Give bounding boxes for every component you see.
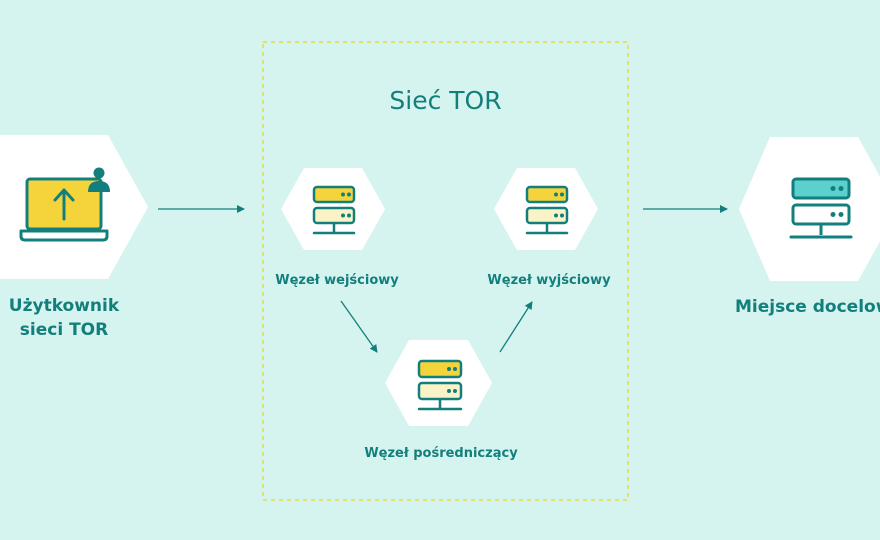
user-label-line2: sieci TOR bbox=[19, 320, 109, 340]
exit-node-label: Węzeł wyjściowy bbox=[487, 273, 611, 288]
destination-server-icon bbox=[789, 177, 853, 239]
arrow-entry-to-middle bbox=[340, 300, 378, 353]
user-label: Użytkownik sieci TOR bbox=[0, 294, 138, 342]
middle-node-label: Węzeł pośredniczący bbox=[364, 446, 518, 461]
middle-node-server-icon bbox=[417, 359, 463, 411]
tor-network-title: Sieć TOR bbox=[389, 86, 502, 115]
entry-node-server-icon bbox=[312, 185, 356, 235]
tor-network-boundary bbox=[262, 41, 629, 501]
exit-node-server-icon bbox=[525, 185, 569, 235]
entry-node-label: Węzeł wejściowy bbox=[275, 273, 399, 288]
laptop-user-icon bbox=[19, 167, 110, 242]
destination-label: Miejsce docelowe bbox=[735, 297, 880, 317]
user-label-line1: Użytkownik bbox=[8, 296, 120, 316]
arrow-middle-to-exit bbox=[499, 301, 533, 353]
